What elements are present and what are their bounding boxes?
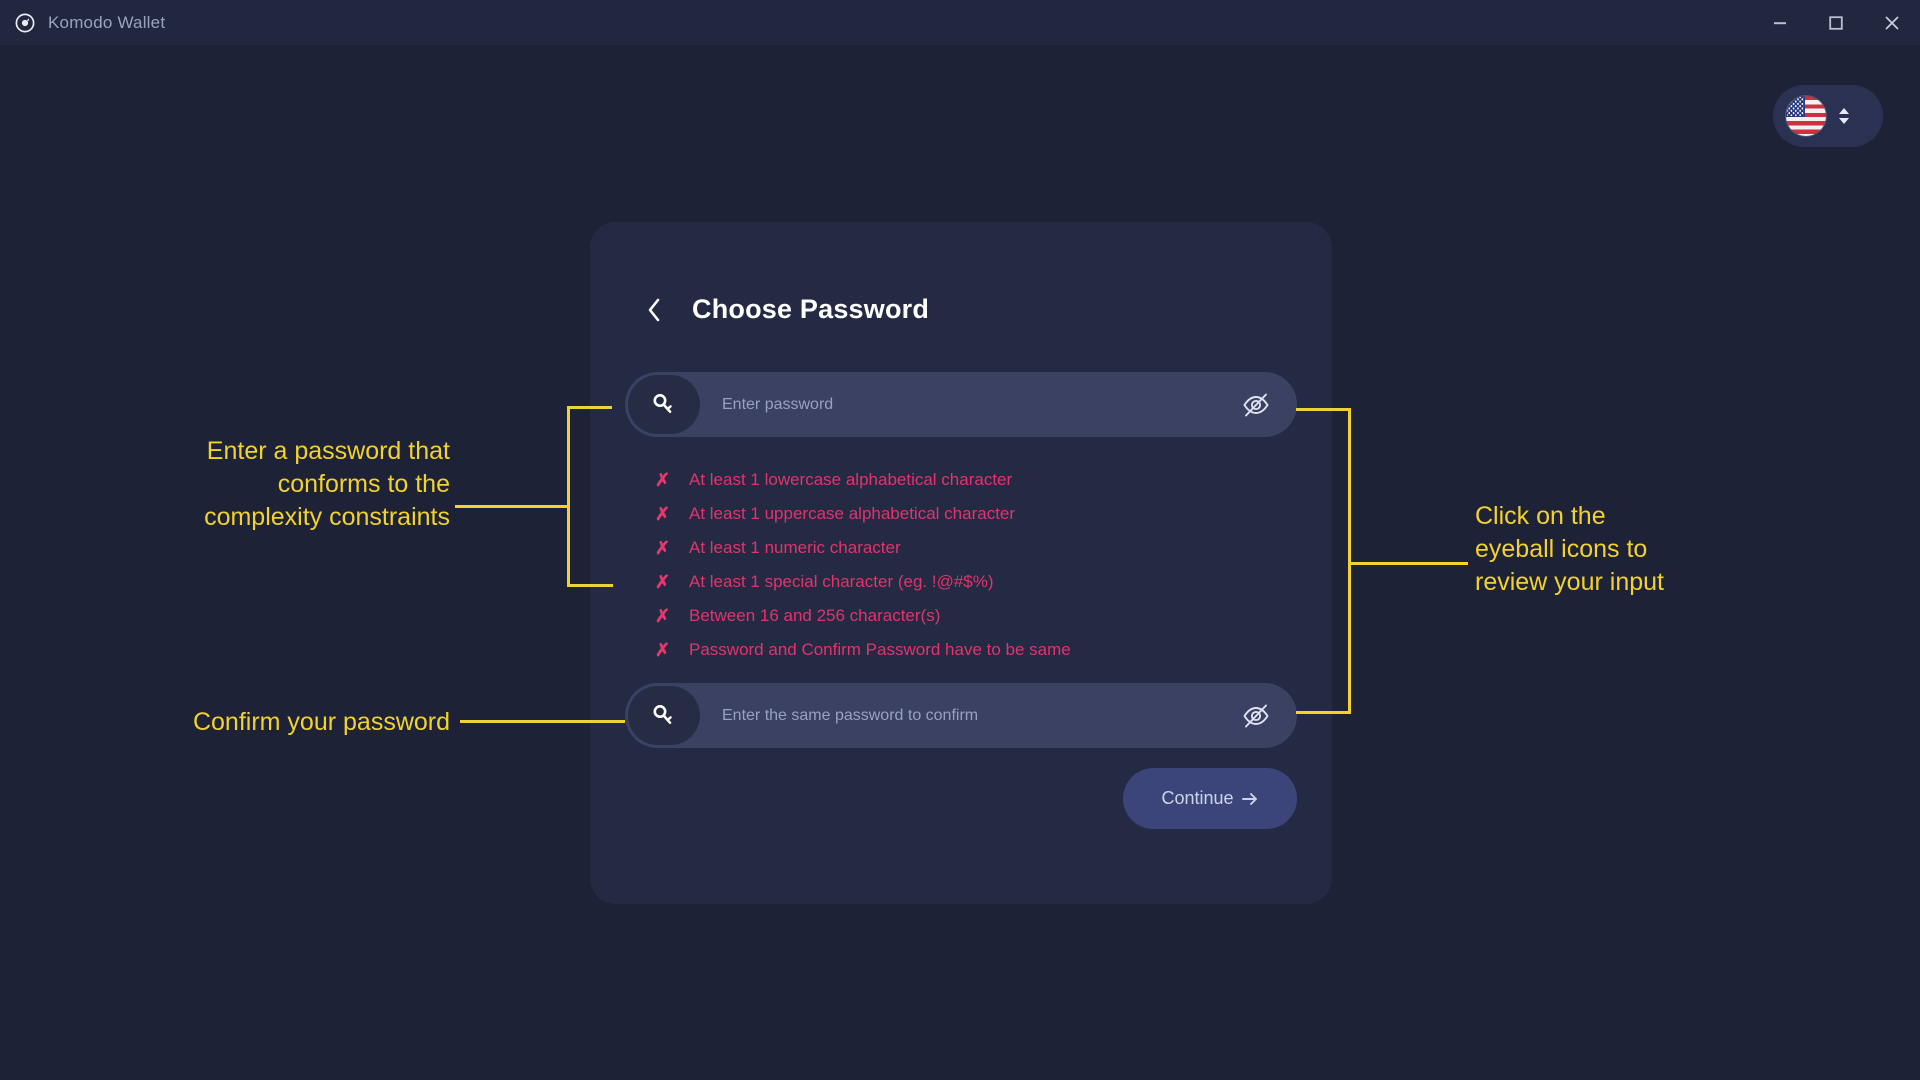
key-icon <box>628 686 700 745</box>
cross-icon: ✗ <box>655 639 671 660</box>
cross-icon: ✗ <box>655 469 671 490</box>
card-header: Choose Password <box>646 294 929 325</box>
callout-line <box>567 406 570 586</box>
language-selector[interactable] <box>1773 85 1883 147</box>
continue-label: Continue <box>1161 788 1234 808</box>
validation-item: ✗ At least 1 lowercase alphabetical char… <box>655 463 1071 497</box>
validation-text: Password and Confirm Password have to be… <box>689 640 1071 659</box>
confirm-password-field[interactable]: Enter the same password to confirm <box>625 683 1297 748</box>
window-title: Komodo Wallet <box>48 12 166 32</box>
validation-item: ✗ At least 1 numeric character <box>655 531 1071 565</box>
eye-off-icon[interactable] <box>1241 701 1271 731</box>
annotation-password-complexity: Enter a password that conforms to the co… <box>204 437 450 531</box>
chevron-left-icon[interactable] <box>646 297 662 323</box>
callout-line <box>455 505 570 508</box>
close-icon[interactable] <box>1864 0 1920 45</box>
validation-item: ✗ Password and Confirm Password have to … <box>655 633 1071 667</box>
cross-icon: ✗ <box>655 503 671 524</box>
eye-off-icon[interactable] <box>1241 390 1271 420</box>
choose-password-card: Choose Password Enter password <box>590 222 1332 904</box>
komodo-logo-icon <box>14 12 36 34</box>
validation-item: ✗ At least 1 uppercase alphabetical char… <box>655 497 1071 531</box>
title-bar: Komodo Wallet <box>0 0 1920 45</box>
callout-line <box>1348 562 1468 565</box>
chevron-up-down-icon <box>1836 105 1852 127</box>
password-validation-list: ✗ At least 1 lowercase alphabetical char… <box>655 463 1071 667</box>
arrow-right-icon <box>1241 791 1259 807</box>
confirm-password-input[interactable]: Enter the same password to confirm <box>722 706 979 724</box>
validation-text: At least 1 lowercase alphabetical charac… <box>689 470 1013 489</box>
cross-icon: ✗ <box>655 571 671 592</box>
continue-button[interactable]: Continue <box>1123 768 1297 829</box>
maximize-icon[interactable] <box>1808 0 1864 45</box>
annotation-confirm-password: Confirm your password <box>192 708 450 736</box>
callout-line <box>1296 408 1351 411</box>
key-icon <box>628 375 700 434</box>
password-field[interactable]: Enter password <box>625 372 1297 437</box>
callout-line <box>1348 408 1351 714</box>
password-input[interactable]: Enter password <box>722 395 834 413</box>
callout-line <box>567 584 613 587</box>
annotation-eyeball-icons: Click on the eyeball icons to review you… <box>1475 502 1664 596</box>
callout-line <box>460 720 625 723</box>
cross-icon: ✗ <box>655 537 671 558</box>
page-title: Choose Password <box>692 294 930 324</box>
validation-text: At least 1 special character (eg. !@#$%) <box>689 572 994 591</box>
validation-text: At least 1 numeric character <box>689 538 901 557</box>
minimize-icon[interactable] <box>1752 0 1808 45</box>
validation-text: At least 1 uppercase alphabetical charac… <box>689 504 1016 523</box>
cross-icon: ✗ <box>655 605 671 626</box>
validation-item: ✗ Between 16 and 256 character(s) <box>655 599 1071 633</box>
us-flag-icon <box>1786 96 1826 136</box>
validation-item: ✗ At least 1 special character (eg. !@#$… <box>655 565 1071 599</box>
validation-text: Between 16 and 256 character(s) <box>689 606 941 625</box>
callout-line <box>1296 711 1351 714</box>
callout-line <box>567 406 612 409</box>
